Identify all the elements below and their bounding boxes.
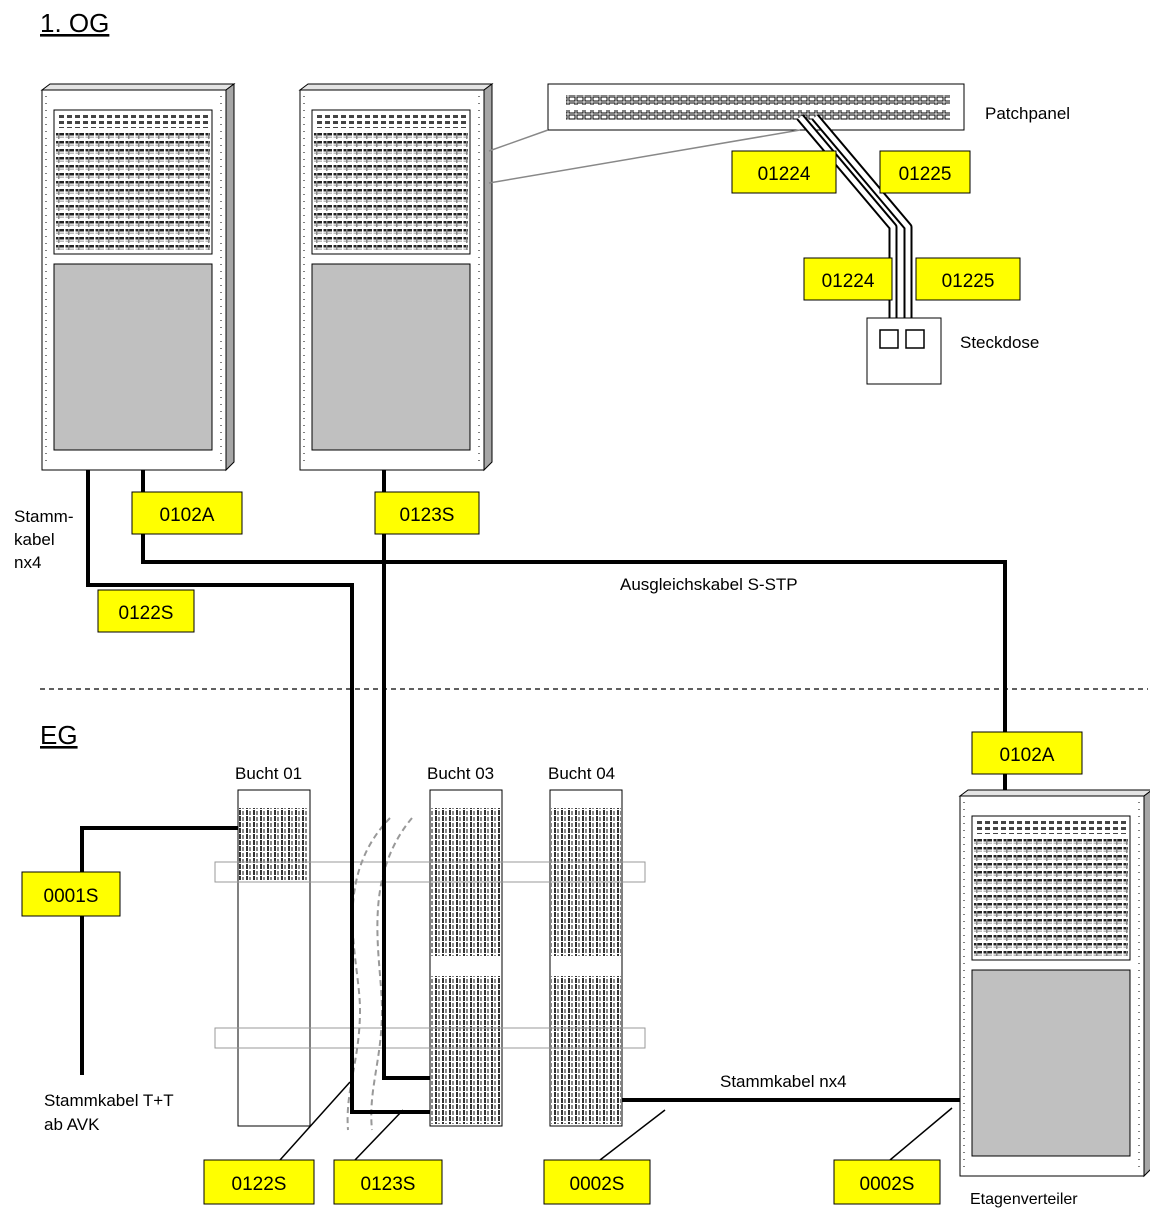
svg-text:0122S: 0122S bbox=[232, 1174, 287, 1195]
tag-eg-0123S: 0123S bbox=[333, 1159, 443, 1205]
cable-0122S bbox=[86, 470, 430, 1114]
svg-text:01224: 01224 bbox=[758, 164, 811, 185]
bucht-01-label: Bucht 01 bbox=[235, 764, 302, 783]
patchpanel-label: Patchpanel bbox=[985, 104, 1070, 123]
patchpanel-link-line bbox=[488, 129, 801, 184]
tag-eg-0001S: 0001S bbox=[21, 871, 121, 917]
mounting-rail bbox=[214, 861, 646, 883]
mounting-rail bbox=[214, 1027, 646, 1049]
tag-eg-0122S: 0122S bbox=[203, 1159, 315, 1205]
svg-text:0001S: 0001S bbox=[44, 886, 99, 907]
cable-0123S bbox=[382, 470, 430, 1080]
tag-eg-0002S-mid: 0002S bbox=[543, 1159, 651, 1205]
svg-text:0102A: 0102A bbox=[160, 505, 215, 526]
steckdose-label: Steckdose bbox=[960, 333, 1039, 352]
bucht-04-label: Bucht 04 bbox=[548, 764, 615, 783]
rack-og-right bbox=[299, 83, 493, 471]
svg-text:0123S: 0123S bbox=[400, 505, 455, 526]
svg-text:0122S: 0122S bbox=[119, 603, 174, 624]
stammkabel-label-line1: Stamm- bbox=[14, 507, 74, 526]
tag-pp-01224: 01224 bbox=[731, 150, 837, 194]
patchpanel-link-line bbox=[488, 129, 549, 152]
stammkabel-label-line3: nx4 bbox=[14, 553, 41, 572]
bucht-04 bbox=[549, 789, 623, 1127]
steckdose bbox=[866, 317, 942, 385]
rack-etagenverteiler bbox=[959, 789, 1150, 1177]
rack-og-left bbox=[41, 83, 235, 471]
stammkabel-tt-label-line1: Stammkabel T+T bbox=[44, 1091, 174, 1110]
svg-text:0123S: 0123S bbox=[361, 1174, 416, 1195]
cable-0102A bbox=[141, 470, 1007, 790]
tag-og-0123S: 0123S bbox=[374, 491, 480, 535]
bucht-03-label: Bucht 03 bbox=[427, 764, 494, 783]
tag-eg-0102A: 0102A bbox=[971, 731, 1083, 775]
patchpanel bbox=[547, 83, 965, 131]
bucht-01 bbox=[237, 789, 311, 1127]
svg-text:01225: 01225 bbox=[942, 271, 995, 292]
cable-0001S bbox=[80, 826, 238, 1075]
tag-pp-01225: 01225 bbox=[879, 150, 971, 194]
svg-text:0102A: 0102A bbox=[1000, 745, 1055, 766]
svg-text:01225: 01225 bbox=[899, 164, 952, 185]
etagenverteiler-label: Etagenverteiler bbox=[970, 1191, 1078, 1208]
tag-og-0102A: 0102A bbox=[131, 491, 243, 535]
stammkabel-nx4-label: Stammkabel nx4 bbox=[720, 1072, 847, 1091]
ausgleichskabel-label: Ausgleichskabel S-STP bbox=[620, 575, 798, 594]
tag-og-0122S: 0122S bbox=[97, 589, 195, 633]
floor-heading-eg: EG bbox=[40, 720, 78, 750]
svg-text:0002S: 0002S bbox=[570, 1174, 625, 1195]
stammkabel-label-line2: kabel bbox=[14, 530, 55, 549]
tag-sd-01224: 01224 bbox=[803, 257, 893, 301]
stammkabel-tt-label-line2: ab AVK bbox=[44, 1115, 100, 1134]
bucht-03 bbox=[429, 789, 503, 1127]
tag-sd-01225: 01225 bbox=[915, 257, 1021, 301]
tag-eg-0002S-right: 0002S bbox=[833, 1159, 941, 1205]
svg-text:0002S: 0002S bbox=[860, 1174, 915, 1195]
cable-bundle-dashed bbox=[370, 817, 413, 1131]
svg-text:01224: 01224 bbox=[822, 271, 875, 292]
floor-heading-og: 1. OG bbox=[40, 8, 109, 38]
leader-lines bbox=[279, 1081, 953, 1161]
